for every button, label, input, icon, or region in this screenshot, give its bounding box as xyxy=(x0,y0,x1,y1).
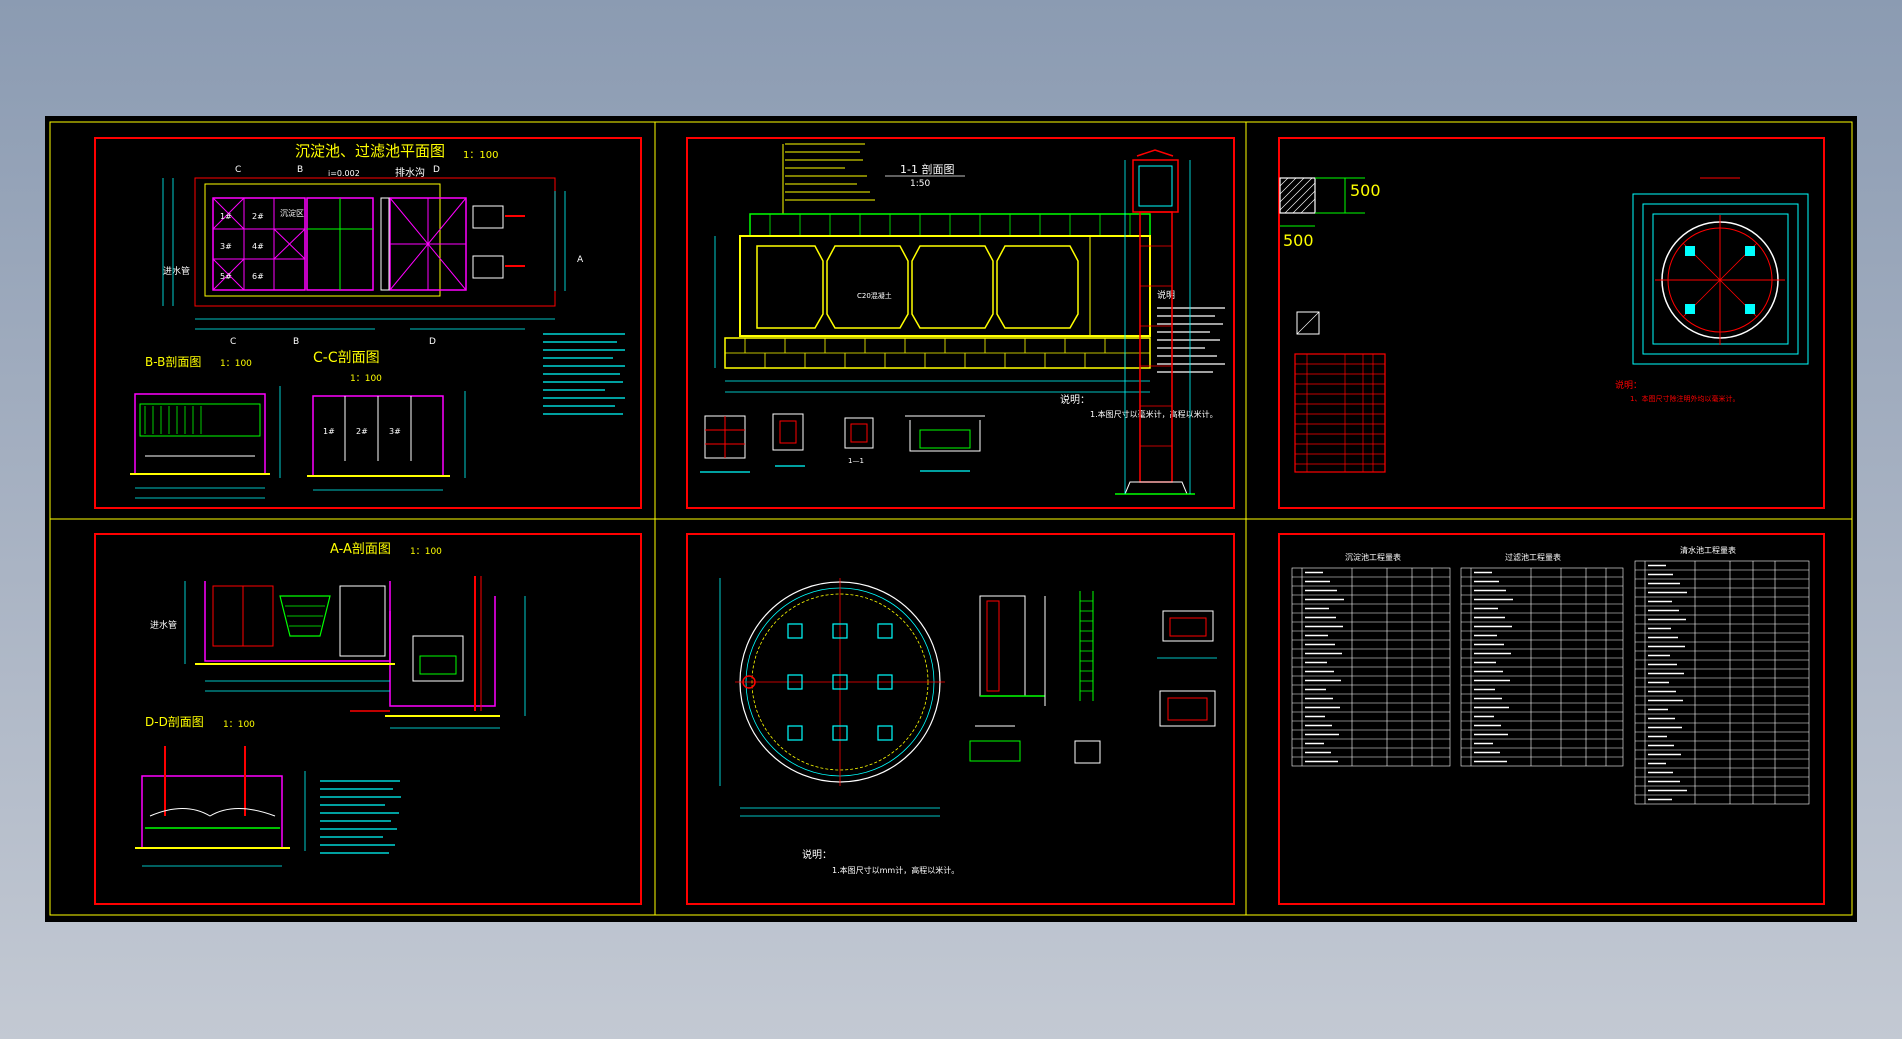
panel5-circular-tank: 说明： 1.本图尺寸以mm计，高程以米计。 xyxy=(719,578,1217,875)
panel2-notes-line1: 1.本图尺寸以毫米计，高程以米计。 xyxy=(1090,409,1218,419)
dimension-500-bottom: 500 xyxy=(1283,231,1314,250)
drain-channel-label: 排水沟 xyxy=(395,166,425,179)
panel6-quantity-tables: 沉淀池工程量表 过滤池工程量表 清水池工程量表 xyxy=(1291,545,1810,805)
panel2-side-notes-title: 说明 xyxy=(1157,289,1175,301)
detail-label-1-1: 1—1 xyxy=(848,457,864,465)
section-mark-a: A xyxy=(577,255,584,265)
section-mark-c-top: C xyxy=(235,165,241,175)
cell-label-4: 4# xyxy=(252,242,264,251)
aa-section-scale: 1：100 xyxy=(410,547,442,557)
panel6-border xyxy=(1278,533,1825,905)
panel1-title: 沉淀池、过滤池平面图 xyxy=(295,142,445,160)
section-mark-b-bottom: B xyxy=(293,337,299,347)
panel5-notes-title: 说明： xyxy=(802,848,832,861)
cc-cell-1: 1# xyxy=(323,427,335,436)
section-mark-d-bottom: D xyxy=(429,337,436,347)
panel2-title: 1-1 剖面图 xyxy=(900,162,954,176)
cad-drawing-canvas[interactable]: 沉淀池、过滤池平面图 1：100 1# 2# 3# 4# 5# 6# xyxy=(45,116,1857,922)
panel4-border xyxy=(94,533,642,905)
panel2-section-1-1: 1-1 剖面图 1:50 C20混凝土 xyxy=(700,143,1225,473)
aa-inlet-pipe-label: 进水管 xyxy=(150,619,177,631)
panel1-title-scale: 1：100 xyxy=(463,150,498,161)
panel2-border xyxy=(686,137,1235,509)
slope-label: i=0.002 xyxy=(328,169,360,178)
c20-concrete-label: C20混凝土 xyxy=(857,291,892,300)
dd-section-scale: 1：100 xyxy=(223,720,255,730)
dimension-500-top: 500 xyxy=(1350,181,1381,200)
cc-cell-2: 2# xyxy=(356,427,368,436)
bb-section-scale: 1：100 xyxy=(220,359,252,369)
section-mark-d-top: D xyxy=(433,165,440,175)
aa-section-title: A-A剖面图 xyxy=(330,542,391,557)
table3-title: 清水池工程量表 xyxy=(1680,545,1736,555)
panel2-notes-title: 说明： xyxy=(1060,393,1090,406)
section-mark-b-top: B xyxy=(297,165,303,175)
panel5-notes-line1: 1.本图尺寸以mm计，高程以米计。 xyxy=(832,865,959,875)
panel3-notes-line1: 1、本图尺寸除注明外均以毫米计。 xyxy=(1630,394,1739,403)
cell-label-1: 1# xyxy=(220,212,232,221)
inlet-pipe-label: 进水管 xyxy=(163,265,190,277)
bb-section-title: B-B剖面图 xyxy=(145,355,201,369)
panel1-plan-view: 沉淀池、过滤池平面图 1：100 1# 2# 3# 4# 5# 6# xyxy=(130,142,625,499)
cell-label-3: 3# xyxy=(220,242,232,251)
panel2-scale: 1:50 xyxy=(910,179,930,189)
table2-title: 过滤池工程量表 xyxy=(1505,552,1561,562)
panel3-tower-details: 500 500 说明： 1、本图尺寸除注明外均 xyxy=(1115,149,1809,495)
cell-label-2: 2# xyxy=(252,212,264,221)
panel4-sections: A-A剖面图 1：100 进水管 D-D剖面图 1：100 xyxy=(135,542,526,867)
dd-section-title: D-D剖面图 xyxy=(145,715,204,729)
settling-zone-label: 沉淀区 xyxy=(280,208,304,218)
cell-label-5: 5# xyxy=(220,272,232,281)
cc-section-title: C-C剖面图 xyxy=(313,350,380,366)
panel3-border xyxy=(1278,137,1825,509)
cell-label-6: 6# xyxy=(252,272,264,281)
section-mark-c-bottom: C xyxy=(230,337,236,347)
cad-drawing-sheet[interactable]: 沉淀池、过滤池平面图 1：100 1# 2# 3# 4# 5# 6# xyxy=(45,116,1857,922)
cc-cell-3: 3# xyxy=(389,427,401,436)
panel1-border xyxy=(94,137,642,509)
panel3-notes-title: 说明： xyxy=(1615,379,1642,391)
table1-title: 沉淀池工程量表 xyxy=(1345,552,1401,562)
panel5-border xyxy=(686,533,1235,905)
cc-section-scale: 1：100 xyxy=(350,374,382,384)
